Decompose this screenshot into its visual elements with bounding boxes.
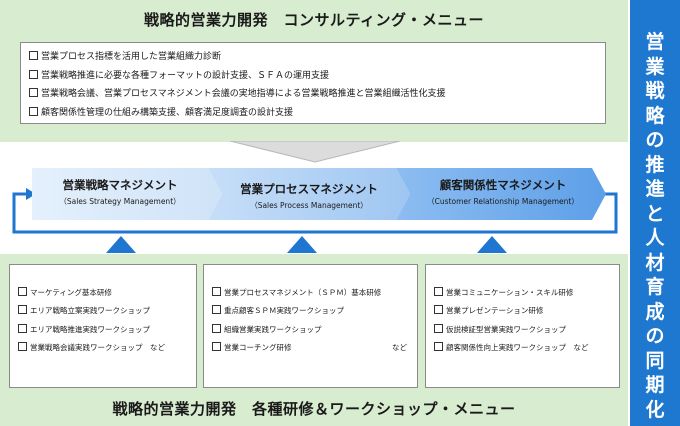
side-band-char: 成 <box>645 300 665 323</box>
training-item: エリア戦略立案実践ワークショップ <box>18 302 196 320</box>
training-column: マーケティング基本研修 エリア戦略立案実践ワークショップ エリア戦略推進実践ワー… <box>9 264 197 388</box>
triangle-up-icon <box>106 236 136 253</box>
process-step-sub: （Customer Relationship Management） <box>427 197 579 206</box>
consulting-menu-title: 戦略的営業力開発 コンサルティング・メニュー <box>143 11 485 29</box>
down-arrow-icon <box>230 141 400 163</box>
training-item-text: 重点顧客ＳＰＭ実践ワークショップ <box>224 306 344 316</box>
consulting-menu-list: 営業プロセス指標を活用した営業組織力診断 営業戦略推進に必要な各種フォーマットの… <box>20 42 606 124</box>
process-step-label: 営業プロセスマネジメント <box>240 182 378 196</box>
side-band-char: 化 <box>645 398 665 421</box>
side-band-char: 営 <box>645 31 665 53</box>
training-item-text: 顧客関係性向上実践ワークショップ など <box>446 342 589 352</box>
training-item: 重点顧客ＳＰＭ実践ワークショップ <box>212 302 417 320</box>
checkbox-icon <box>212 305 221 315</box>
training-column: 営業プロセスマネジメント（ＳＰＭ）基本研修 重点顧客ＳＰＭ実践ワークショップ 組… <box>203 264 418 388</box>
process-flow <box>12 168 618 253</box>
checkbox-icon <box>434 287 443 296</box>
side-band-char: の <box>645 129 665 151</box>
feedback-loop-line <box>12 192 618 234</box>
training-item: 顧客関係性向上実践ワークショップ など <box>434 339 619 357</box>
training-item-text: 営業戦略会議実践ワークショップ など <box>30 342 165 352</box>
checkbox-icon <box>212 287 221 296</box>
side-band-text: 営業戦略の推進と人材育成の同期化 <box>630 30 680 422</box>
training-item: 営業コーチング研修 など <box>212 339 417 357</box>
side-band-char: 業 <box>645 55 665 78</box>
process-step: 顧客関係性マネジメント （Customer Relationship Manag… <box>404 177 602 207</box>
checkbox-icon <box>29 69 38 79</box>
process-step: 営業プロセスマネジメント （Sales Process Management） <box>214 181 404 211</box>
side-band-char: 同 <box>645 349 665 372</box>
consulting-item-text: 営業戦略推進に必要な各種フォーマットの設計支援、ＳＦＡの運用支援 <box>41 70 330 81</box>
side-band-char: 推 <box>645 153 665 176</box>
side-band-char: と <box>645 202 665 225</box>
training-item-text: マーケティング基本研修 <box>30 288 112 297</box>
training-item-text: 営業コーチング研修 <box>224 342 292 352</box>
side-band-char: 材 <box>645 251 665 274</box>
training-item-text: 組織営業実践ワークショップ <box>224 324 322 334</box>
training-item: マーケティング基本研修 <box>18 284 196 302</box>
training-item-text: エリア戦略推進実践ワークショップ <box>30 324 150 334</box>
side-band-char: 略 <box>645 104 665 127</box>
training-item: 営業戦略会議実践ワークショップ など <box>18 339 196 357</box>
side-band <box>630 0 680 426</box>
checkbox-icon <box>18 287 27 296</box>
training-item: 営業プロセスマネジメント（ＳＰＭ）基本研修 <box>212 284 417 302</box>
checkbox-icon <box>434 323 443 333</box>
chevron-process <box>208 168 410 220</box>
consulting-item: 営業戦略推進に必要な各種フォーマットの設計支援、ＳＦＡの運用支援 <box>29 67 605 86</box>
process-step: 営業戦略マネジメント （Sales Strategy Management） <box>32 177 208 207</box>
checkbox-icon <box>18 305 27 315</box>
training-item: 仮説検証型営業実践ワークショップ <box>434 321 619 339</box>
chevron-crm <box>396 168 606 220</box>
training-item: エリア戦略推進実践ワークショップ <box>18 321 196 339</box>
process-step-label: 営業戦略マネジメント <box>62 178 178 192</box>
process-step-sub: （Sales Strategy Management） <box>59 197 181 206</box>
process-step-sub: （Sales Process Management） <box>250 201 368 210</box>
training-item: 営業プレゼンテーション研修 <box>434 302 619 320</box>
triangle-up-icon <box>287 236 317 253</box>
side-band-char: の <box>645 325 665 347</box>
training-item-text: 営業プロセスマネジメント（ＳＰＭ）基本研修 <box>224 288 382 297</box>
consulting-item: 営業プロセス指標を活用した営業組織力診断 <box>29 48 605 67</box>
process-step-label: 顧客関係性マネジメント <box>439 178 567 192</box>
chevron-strategy <box>32 168 222 220</box>
training-item-text: 営業プレゼンテーション研修 <box>446 306 544 316</box>
training-menu-title: 戦略的営業力開発 各種研修＆ワークショップ・メニュー <box>112 400 516 418</box>
checkbox-icon <box>29 51 38 60</box>
checkbox-icon <box>18 323 27 333</box>
training-item-text: 仮説検証型営業実践ワークショップ <box>446 324 566 334</box>
checkbox-icon <box>434 305 443 315</box>
checkbox-icon <box>29 106 38 116</box>
feedback-loop-arrowhead <box>26 188 36 200</box>
checkbox-icon <box>29 88 38 97</box>
consulting-item: 顧客関係性管理の仕組み構築支援、顧客満足度調査の設計支援 <box>29 104 605 123</box>
side-band-char: 進 <box>645 178 665 200</box>
side-band-char: 戦 <box>645 80 665 102</box>
training-item: 組織営業実践ワークショップ <box>212 321 417 339</box>
consulting-item: 営業戦略会議、営業プロセスマネジメント会議の実地指導による営業戦略推進と営業組織… <box>29 85 605 104</box>
training-column: 営業コミュニケーション・スキル研修 営業プレゼンテーション研修 仮説検証型営業実… <box>425 264 620 388</box>
triangle-up-icon <box>477 236 507 253</box>
consulting-item-text: 営業戦略会議、営業プロセスマネジメント会議の実地指導による営業戦略推進と営業組織… <box>41 89 446 99</box>
checkbox-icon <box>212 323 221 333</box>
consulting-item-text: 顧客関係性管理の仕組み構築支援、顧客満足度調査の設計支援 <box>41 107 294 118</box>
training-item-text: エリア戦略立案実践ワークショップ <box>30 306 150 316</box>
side-band-char: 育 <box>645 276 665 298</box>
training-item-etc: など <box>392 342 407 352</box>
side-band-char: 期 <box>645 374 665 396</box>
training-item: 営業コミュニケーション・スキル研修 <box>434 284 619 302</box>
checkbox-icon <box>212 341 221 351</box>
consulting-item-text: 営業プロセス指標を活用した営業組織力診断 <box>41 52 222 62</box>
training-item-text: 営業コミュニケーション・スキル研修 <box>446 288 574 297</box>
side-band-char: 人 <box>645 227 665 249</box>
checkbox-icon <box>434 341 443 351</box>
checkbox-icon <box>18 341 27 351</box>
